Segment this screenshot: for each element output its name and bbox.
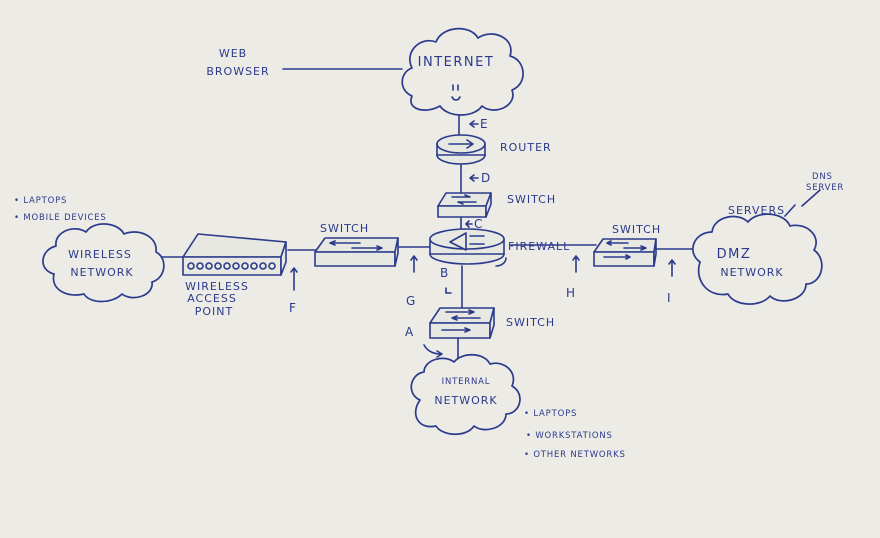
link-label-f: F: [289, 301, 297, 315]
bottom-note-3: • OTHER NETWORKS: [524, 450, 626, 460]
arrow-b: [445, 287, 452, 294]
link-label-a: A: [405, 325, 414, 339]
internal-network-label-line1: INTERNAL: [442, 377, 491, 387]
connections: [159, 68, 821, 370]
link-label-e: E: [480, 117, 489, 131]
left-note-1: • LAPTOPS: [14, 196, 67, 206]
wireless-network-label-line2: NETWORK: [70, 266, 133, 279]
link-arrows: [290, 120, 676, 358]
link-label-b: B: [440, 266, 449, 280]
web-browser-label-line2: BROWSER: [206, 65, 269, 78]
arrow-h: [572, 255, 580, 273]
labels: INTERNET WEB BROWSER ROUTER SWITCH FIREW…: [14, 47, 844, 460]
dns-server-label-line1: DNS: [812, 172, 833, 182]
switch-top-label: SWITCH: [507, 193, 556, 206]
line-servers-dns: [801, 189, 821, 207]
firewall-label: FIREWALL: [508, 240, 570, 253]
firewall-pointer: [495, 257, 507, 267]
internet-doodle: [451, 84, 461, 101]
wireless-network-cloud: [42, 223, 165, 303]
bottom-note-2: • WORKSTATIONS: [526, 431, 613, 441]
arrow-d: [469, 174, 479, 182]
servers-label: SERVERS: [728, 204, 785, 217]
switch-bottom-label: SWITCH: [506, 316, 555, 329]
dns-server-label-line2: SERVER: [806, 183, 844, 193]
internal-network-cloud: [410, 353, 521, 436]
line-servers-dmz: [784, 204, 796, 217]
arrow-i: [668, 259, 676, 277]
internal-network-label-line2: NETWORK: [434, 394, 497, 407]
link-label-c: C: [474, 217, 483, 231]
wap-label-line1: WIRELESS: [185, 280, 249, 293]
bottom-note-1: • LAPTOPS: [524, 409, 577, 419]
router-label: ROUTER: [500, 141, 552, 154]
switch-right-device: [593, 238, 657, 267]
link-label-d: D: [481, 171, 491, 185]
web-browser-label-line1: WEB: [219, 47, 247, 60]
wap-label-line2: ACCESS: [187, 292, 237, 305]
dmz-label-line2: NETWORK: [720, 266, 783, 279]
switch-right-label: SWITCH: [612, 223, 661, 236]
link-label-g: G: [406, 294, 416, 308]
router-device: [436, 134, 486, 165]
arrow-g: [410, 255, 418, 273]
arrow-c: [465, 220, 473, 228]
internet-cloud: [401, 27, 524, 116]
wap-ports: [187, 262, 276, 270]
switch-left-device: [314, 237, 399, 267]
switch-bottom-device: [429, 307, 495, 339]
switch-left-label: SWITCH: [320, 222, 369, 235]
internet-label: INTERNET: [418, 55, 495, 70]
arrow-a: [423, 344, 443, 358]
firewall-device: [429, 228, 505, 265]
link-label-i: I: [667, 291, 672, 305]
dmz-label-line1: DMZ: [717, 247, 752, 262]
wap-label-line3: POINT: [195, 305, 233, 318]
arrow-e: [469, 120, 479, 128]
left-note-2: • MOBILE DEVICES: [14, 213, 107, 223]
switch-top-device: [437, 192, 492, 218]
wireless-network-label-line1: WIRELESS: [68, 248, 132, 261]
arrow-f: [290, 267, 298, 291]
wireless-access-point-device: [182, 233, 287, 276]
dmz-network-cloud: [692, 213, 823, 305]
link-label-h: H: [566, 286, 576, 300]
